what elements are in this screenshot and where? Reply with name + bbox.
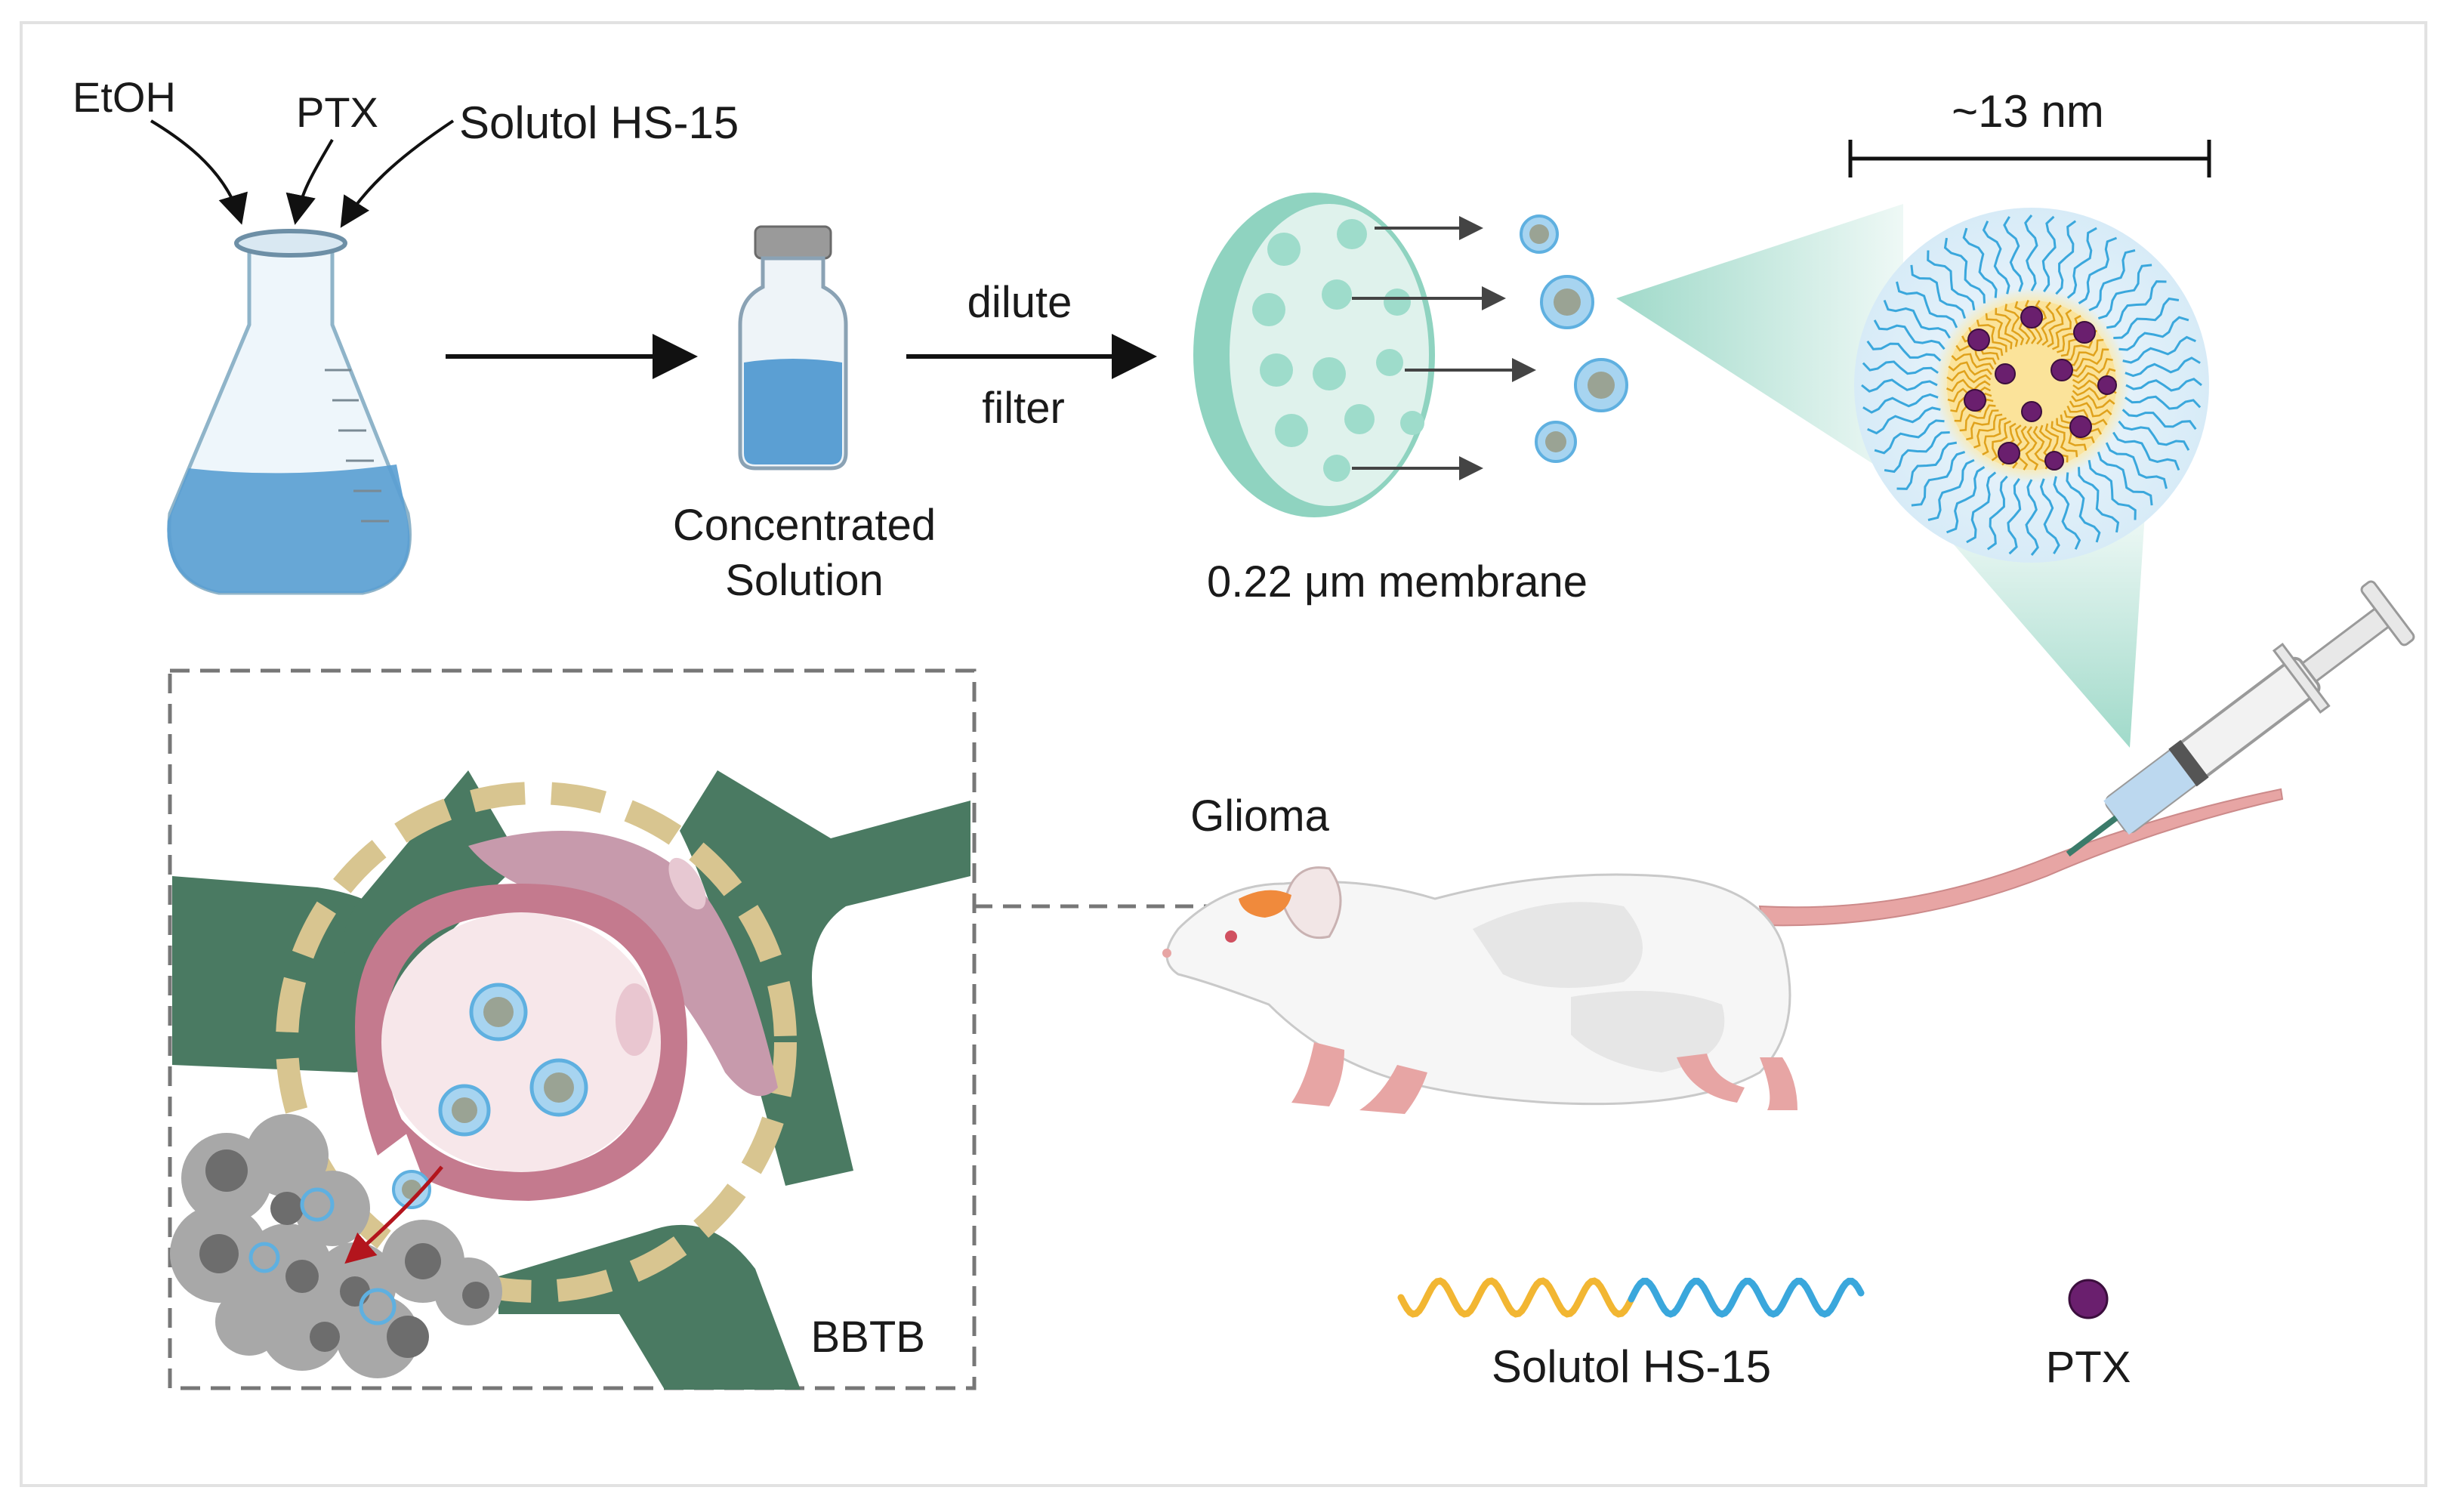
erlenmeyer-flask-icon (167, 229, 412, 595)
legend-ptx-dot (2068, 1279, 2109, 1319)
etoh-arrow (150, 119, 248, 225)
dilute-label: dilute (967, 278, 1072, 327)
concentrated-line2: Solution (725, 556, 884, 605)
legend-wave-segment (1397, 1277, 1634, 1318)
solutol-label: Solutol HS-15 (459, 97, 739, 148)
etoh-label: EtOH (73, 73, 176, 121)
filter-label: filter (982, 384, 1065, 433)
membrane-label: 0.22 μm membrane (1207, 557, 1588, 606)
legend-wave-segment (1628, 1277, 1865, 1318)
syringe-icon (2066, 580, 2415, 857)
scale-bar (1848, 140, 2211, 177)
solutol-arrow (340, 119, 455, 228)
filtration-arrows (1352, 216, 1536, 480)
legend-ptx-label: PTX (2046, 1343, 2131, 1392)
vial-icon (738, 225, 848, 471)
nanoparticle-group (1520, 214, 1628, 463)
mouse-icon (1162, 788, 2284, 1114)
ptx-arrow (285, 139, 334, 225)
zoom-beam-top (1616, 204, 1903, 483)
filter-membrane-icon (1193, 193, 1435, 517)
legend-solutol-label: Solutol HS-15 (1492, 1341, 1771, 1392)
micelle-icon (1854, 208, 2209, 563)
glioma-label: Glioma (1190, 791, 1329, 841)
zoom-beam-bottom (1933, 514, 2145, 748)
concentrated-line1: Concentrated (673, 501, 936, 550)
bbtb-inset-box (168, 668, 977, 1390)
bbtb-illustration (170, 770, 970, 1390)
scale-label: ~13 nm (1952, 86, 2104, 137)
ptx-label: PTX (296, 88, 378, 136)
bbtb-label: BBTB (811, 1313, 926, 1362)
